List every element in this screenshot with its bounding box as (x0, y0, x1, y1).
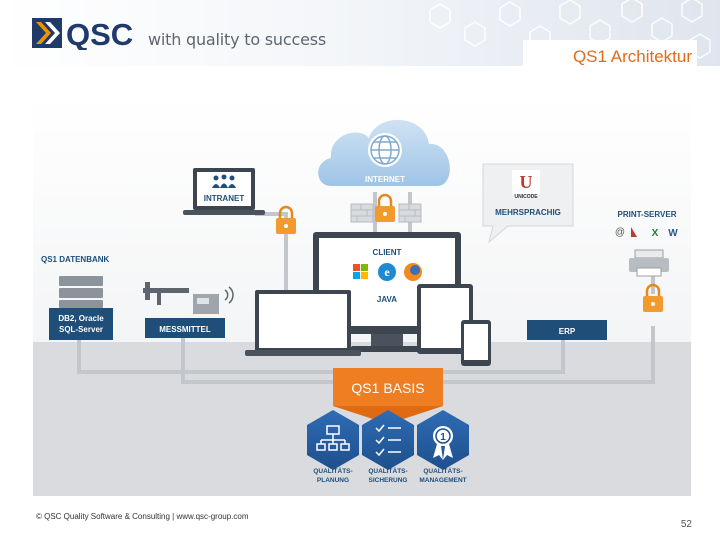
module-planning-label-2: PLANUNG (317, 477, 349, 484)
module-assurance-label-2: SICHERUNG (368, 477, 407, 484)
module-management-label-1: QUALITÄTS- (423, 467, 462, 475)
unicode-speech-bubble: U UNICODE MEHRSPRACHIG (482, 163, 574, 244)
intranet-laptop: INTRANET (183, 168, 265, 215)
java-label: JAVA (377, 295, 397, 304)
module-assurance (362, 410, 414, 470)
erp-label: ERP (559, 327, 576, 336)
email-icon: @ (615, 227, 625, 238)
checklist-icon (375, 424, 401, 457)
erp-label-box (527, 320, 607, 340)
database-title: QS1 DATENBANK (41, 255, 110, 264)
database-label-box (49, 308, 113, 340)
floor-band (33, 342, 691, 496)
database-line2: SQL-Server (59, 325, 103, 334)
print-server-label: PRINT-SERVER (618, 210, 677, 219)
intranet-label: INTRANET (204, 194, 245, 203)
unicode-logo-text: UNICODE (514, 194, 538, 200)
lock-icon (276, 205, 296, 234)
measuring-label-box (145, 318, 225, 338)
org-chart-icon (316, 425, 350, 451)
database: QS1 DATENBANK DB2, Oracle SQL-Server (41, 255, 113, 340)
footer-copyright: © QSC Quality Software & Consulting | ww… (36, 512, 249, 521)
excel-icon: X (652, 228, 659, 239)
module-management-label-2: MANAGEMENT (419, 477, 466, 484)
svg-text:1: 1 (440, 432, 446, 443)
internet-cloud: INTERNET (318, 119, 450, 186)
internet-label: INTERNET (365, 175, 405, 184)
firefox-icon (404, 263, 422, 281)
internet-explorer-icon: e (378, 263, 396, 281)
database-line1: DB2, Oracle (58, 314, 104, 323)
client-label: CLIENT (373, 248, 402, 257)
slide-title: QS1 Architektur (572, 47, 692, 66)
module-management: 1 (417, 410, 469, 470)
measuring-device-icon (193, 286, 234, 314)
module-assurance-label-1: QUALITÄTS- (368, 467, 407, 475)
globe-icon (370, 135, 400, 165)
svg-text:e: e (384, 265, 390, 279)
svg-text:QSC: QSC (66, 17, 133, 50)
users-icon (212, 174, 236, 188)
qsc-logo: QSC (32, 17, 133, 50)
measuring-equipment: MESSMITTEL (143, 282, 234, 338)
smartphone (461, 320, 491, 366)
lock-icon (375, 193, 395, 222)
multilingual-label: MEHRSPRACHIG (495, 208, 561, 217)
windows-icon (353, 264, 368, 279)
unicode-logo-icon: U (520, 172, 533, 192)
title-box (523, 40, 697, 70)
firewall-icon (350, 203, 422, 223)
pdf-icon (631, 227, 637, 237)
architecture-diagram: INTERNET INTRANET U UNICODE MEHRSPRACHIG (33, 94, 691, 496)
laptop (245, 290, 361, 356)
database-icon (59, 276, 103, 308)
basis-label: QS1 BASIS (351, 380, 424, 396)
word-icon: W (668, 228, 678, 239)
caliper-icon (143, 282, 189, 305)
measuring-label: MESSMITTEL (159, 325, 211, 334)
page-number: 52 (680, 519, 692, 530)
lock-icon (643, 283, 663, 312)
printer-icon (629, 249, 669, 277)
module-planning (307, 410, 359, 470)
print-server: PRINT-SERVER @ X W (615, 210, 678, 277)
award-badge-icon: 1 (433, 426, 453, 460)
module-planning-label-1: QUALITÄTS- (313, 467, 352, 475)
tagline: with quality to success (148, 30, 326, 49)
